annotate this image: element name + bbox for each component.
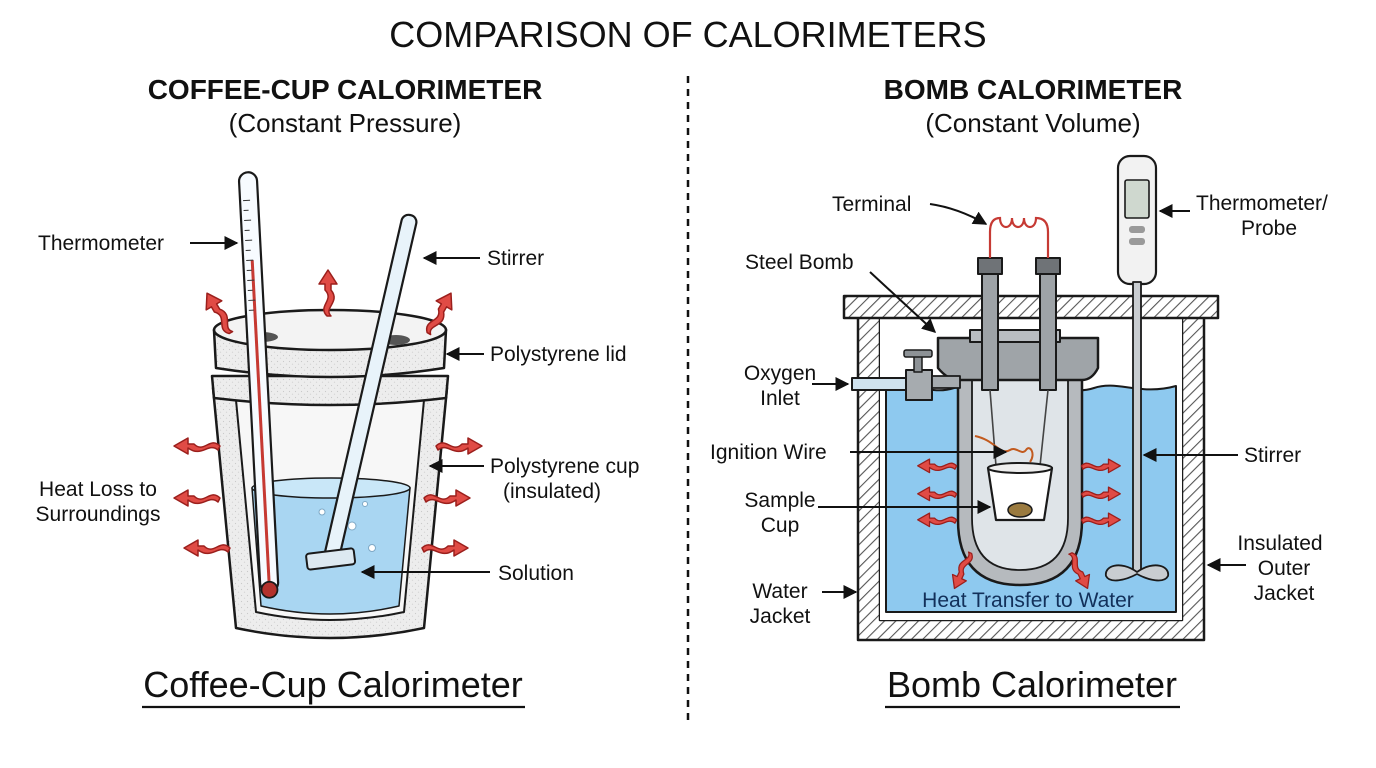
jacket-lid bbox=[842, 294, 1220, 320]
label-outer: Outer bbox=[1258, 557, 1311, 580]
terminal-wire bbox=[988, 216, 1050, 258]
stirrer-paddle bbox=[1105, 564, 1169, 582]
electrode-left bbox=[981, 269, 999, 391]
sample-pellet bbox=[1007, 502, 1033, 518]
label-thermometer: Thermometer bbox=[38, 232, 164, 255]
coffee-cup-subheading: (Constant Pressure) bbox=[229, 108, 462, 138]
bomb-head bbox=[936, 336, 1100, 382]
label-surroundings: Surroundings bbox=[36, 503, 161, 526]
probe-display bbox=[1124, 179, 1150, 219]
thermometer bbox=[237, 171, 280, 599]
heat-loss-arrow bbox=[183, 539, 231, 557]
label-insulated: Insulated bbox=[1237, 532, 1322, 555]
label-solution: Solution bbox=[498, 562, 574, 585]
bubble bbox=[347, 521, 357, 531]
label-inlet: Inlet bbox=[760, 387, 800, 410]
label-jacket: Jacket bbox=[1254, 582, 1315, 605]
label-terminal: Terminal bbox=[832, 193, 911, 216]
label-polystyrene-cup: Polystyrene cup bbox=[490, 455, 639, 478]
label-thermometer-probe: Thermometer/ bbox=[1196, 192, 1328, 215]
bomb-caption: Bomb Calorimeter bbox=[887, 664, 1177, 705]
bomb-illustration bbox=[842, 154, 1220, 642]
label-polystyrene-lid: Polystyrene lid bbox=[490, 343, 627, 366]
main-title: COMPARISON OF CALORIMETERS bbox=[389, 14, 986, 55]
terminal-post-left bbox=[977, 257, 1003, 275]
heat-loss-arrow bbox=[173, 437, 221, 455]
bomb-subheading: (Constant Volume) bbox=[925, 108, 1140, 138]
sample-cup-rim bbox=[987, 462, 1053, 474]
probe-button bbox=[1129, 238, 1145, 245]
label-ignition-wire: Ignition Wire bbox=[710, 441, 827, 464]
leader-terminal bbox=[929, 203, 988, 225]
label-cup: Cup bbox=[761, 514, 800, 537]
oxygen-valve bbox=[905, 369, 933, 401]
label-sample: Sample bbox=[744, 489, 815, 512]
electrode-right bbox=[1039, 269, 1057, 391]
bubble bbox=[318, 508, 326, 516]
heat-loss-arrow bbox=[173, 489, 221, 507]
label-oxygen: Oxygen bbox=[744, 362, 816, 385]
oxygen-valve-handle bbox=[903, 349, 933, 358]
label-heat-transfer: Heat Transfer to Water bbox=[922, 589, 1134, 612]
label-water: Water bbox=[752, 580, 807, 603]
label-probe: Probe bbox=[1241, 217, 1297, 240]
terminal-post-right bbox=[1035, 257, 1061, 275]
label-stirrer: Stirrer bbox=[487, 247, 544, 270]
cup-rim bbox=[210, 374, 450, 407]
label-stirrer-bomb: Stirrer bbox=[1244, 444, 1301, 467]
coffee-cup-heading: COFFEE-CUP CALORIMETER bbox=[148, 74, 543, 105]
bubble bbox=[368, 544, 376, 552]
bubble bbox=[362, 501, 368, 507]
label-polystyrene-cup-note: (insulated) bbox=[503, 480, 601, 503]
bomb-heading: BOMB CALORIMETER bbox=[884, 74, 1183, 105]
electrode-wire-right bbox=[1039, 389, 1049, 467]
label-steel-bomb: Steel Bomb bbox=[745, 251, 854, 274]
probe-button bbox=[1129, 226, 1145, 233]
leader-steel-bomb bbox=[869, 271, 937, 333]
label-heat-loss: Heat Loss to bbox=[39, 478, 157, 501]
solution-surface bbox=[251, 477, 411, 499]
coffee-cup-illustration bbox=[173, 171, 483, 640]
probe-body bbox=[1116, 154, 1158, 286]
coffee-cup-caption: Coffee-Cup Calorimeter bbox=[143, 664, 523, 705]
probe-rod bbox=[1132, 281, 1142, 573]
stirrer-rod bbox=[305, 213, 418, 571]
oxygen-pipe bbox=[851, 377, 911, 391]
oxygen-coupling bbox=[931, 375, 961, 389]
label-water-jacket: Jacket bbox=[750, 605, 811, 628]
